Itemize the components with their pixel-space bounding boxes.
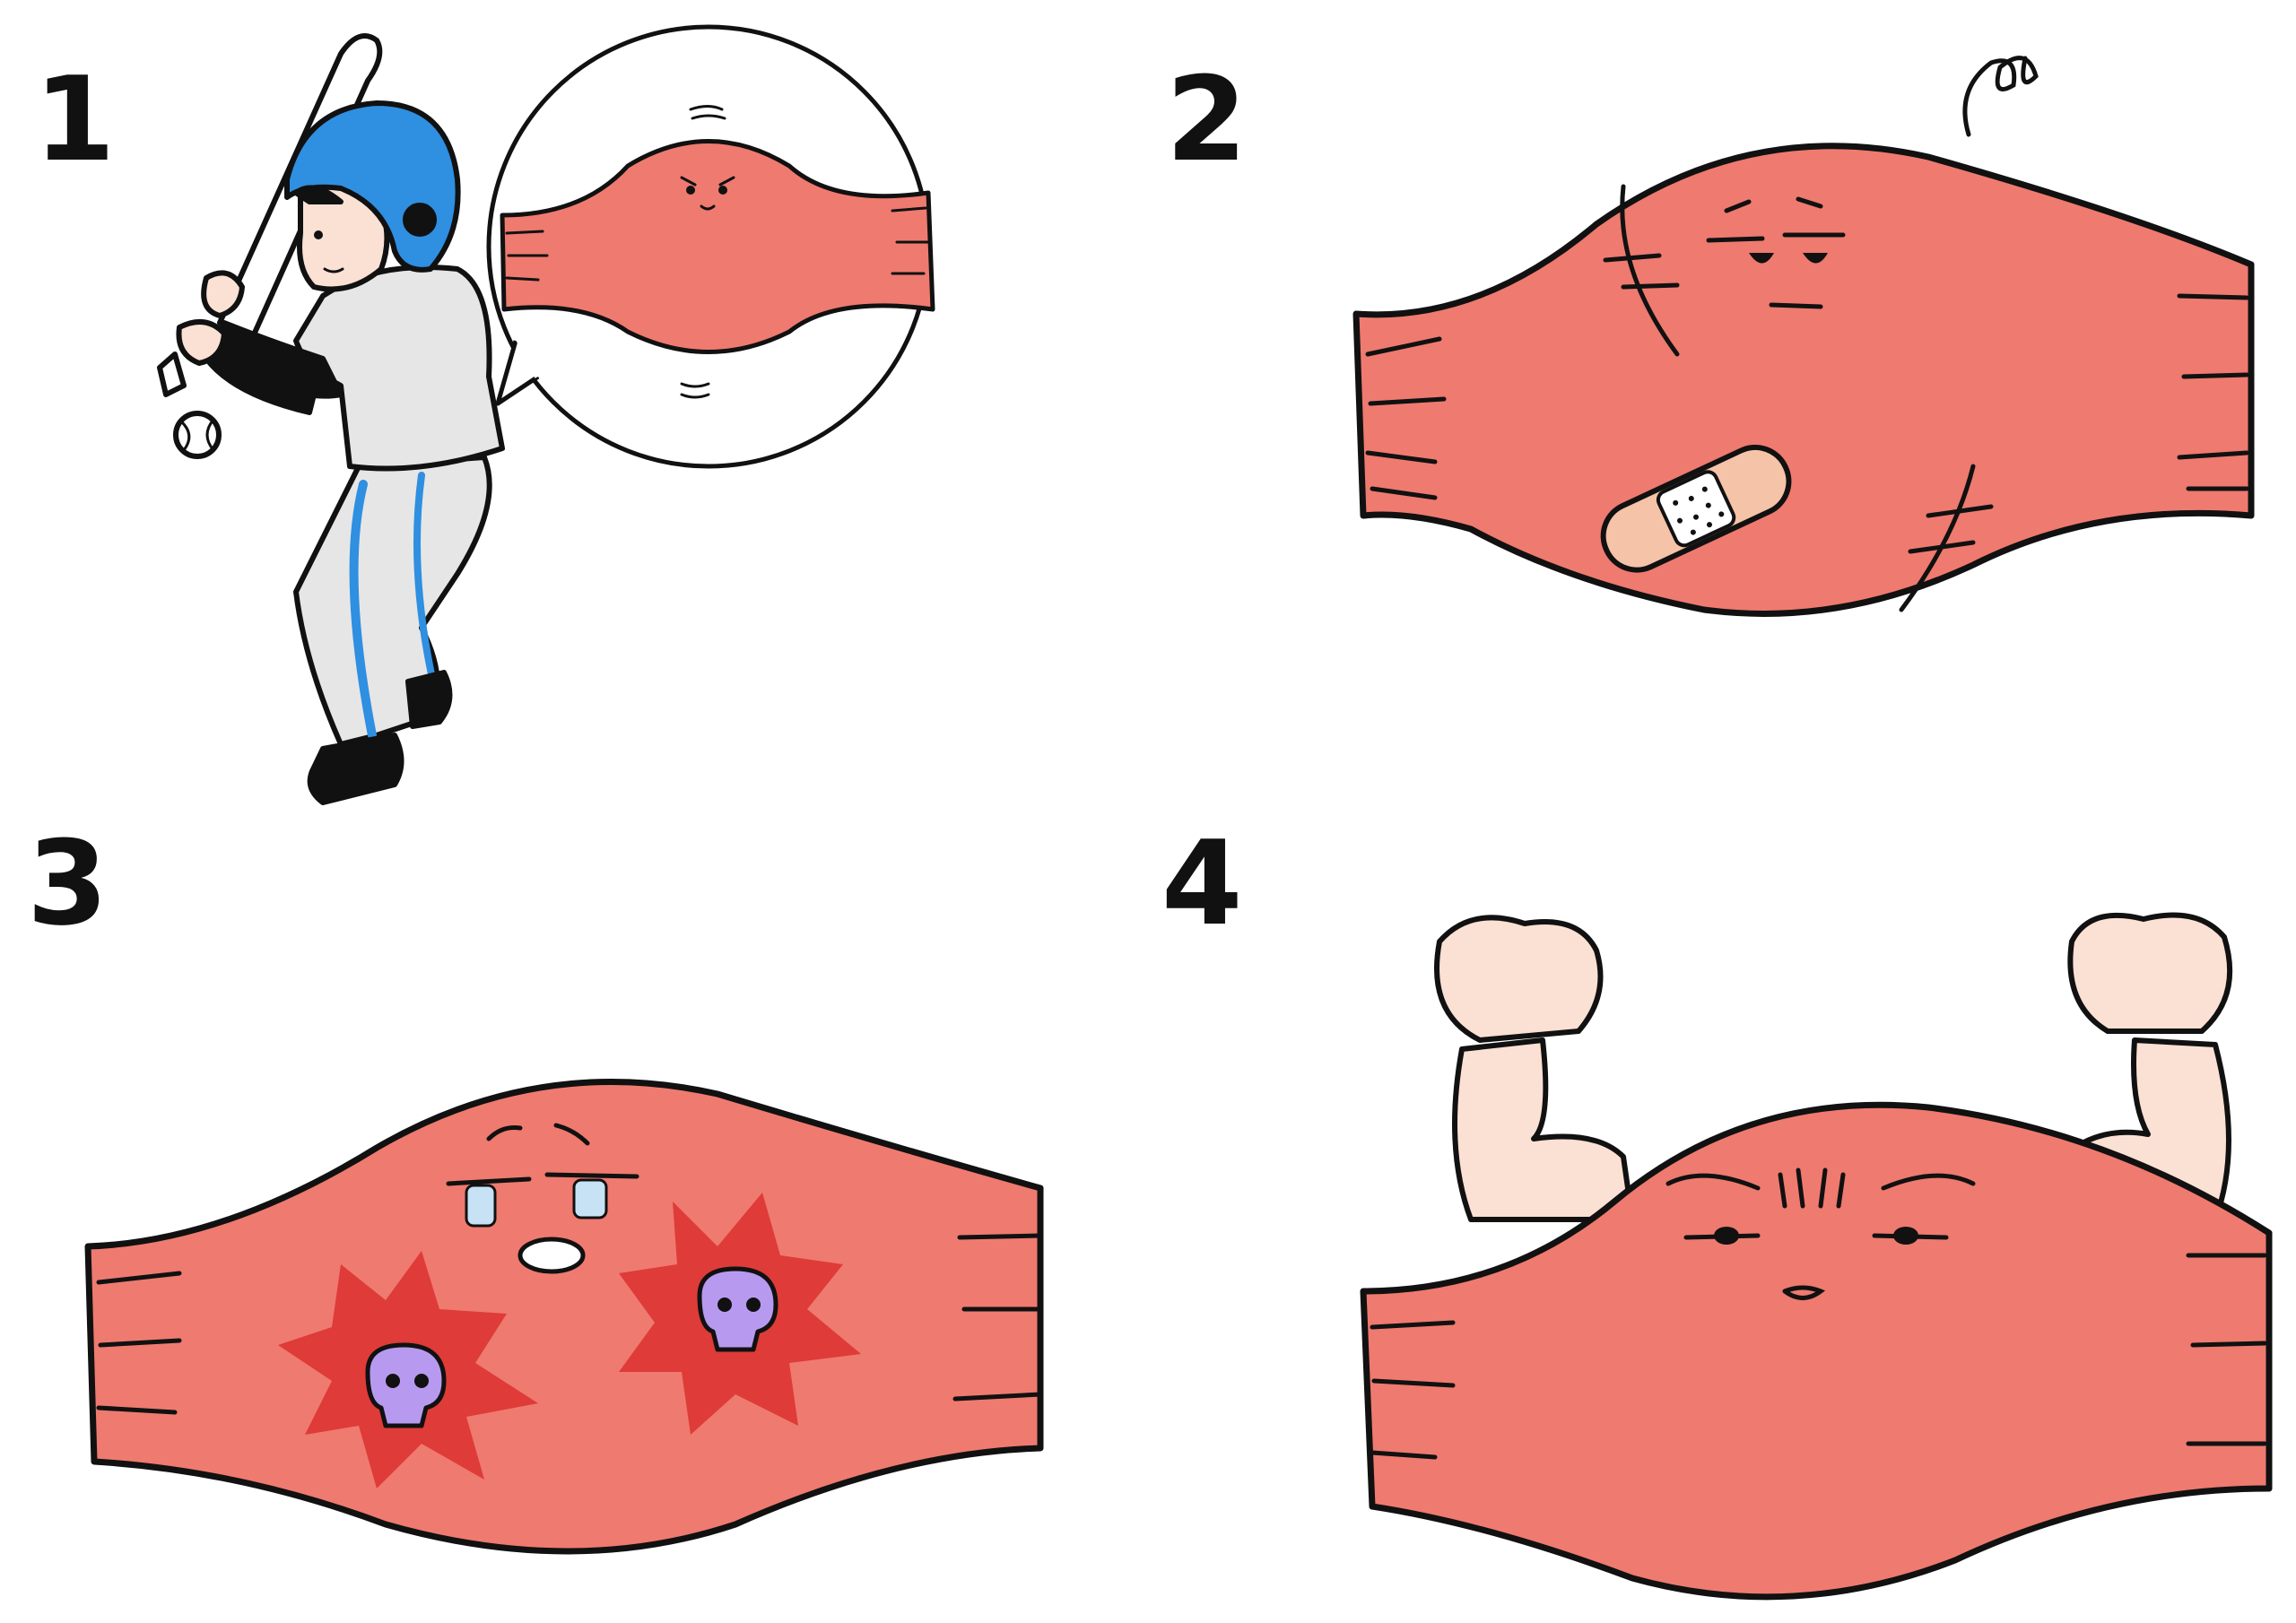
panel-4-number: 4 <box>1161 815 1243 951</box>
panel-2-injured-muscle <box>1352 56 2255 617</box>
skull-icon <box>697 1266 778 1352</box>
muscle-callout <box>500 139 935 354</box>
left-fist-icon <box>1434 915 1604 1043</box>
pants <box>293 455 492 747</box>
panel-1-batter <box>157 33 505 805</box>
panel-1-number: 1 <box>34 51 116 187</box>
panel-3-fatigued-muscle <box>84 1079 1044 1555</box>
panel-3-number: 3 <box>27 815 109 951</box>
bandage-icon <box>1600 444 1792 573</box>
left-arm <box>1452 1037 1635 1222</box>
skull-icon <box>365 1342 447 1428</box>
right-fist-icon <box>2067 912 2233 1034</box>
panel-2-number: 2 <box>1166 51 1248 187</box>
panel-4-strong-muscle <box>1360 912 2273 1601</box>
panel-1-callout-bubble <box>486 24 935 469</box>
